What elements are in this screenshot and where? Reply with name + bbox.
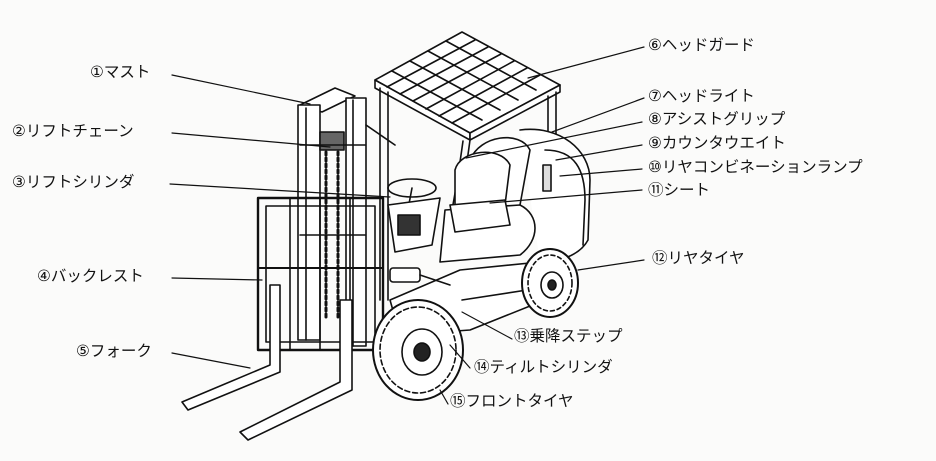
tilt-cylinder: [389, 267, 451, 286]
forks: [181, 284, 353, 441]
label-step: ⑬乗降ステップ: [514, 327, 623, 345]
label-rear-tire: ⑫リヤタイヤ: [652, 249, 745, 267]
label-head-guard: ⑥ヘッドガード: [648, 36, 755, 54]
label-fork: ⑤フォーク: [76, 342, 152, 360]
label-assist-grip: ⑧アシストグリップ: [648, 110, 786, 128]
front-tire: [372, 299, 464, 401]
label-head-light: ⑦ヘッドライト: [648, 87, 755, 105]
label-mast: ①マスト: [90, 63, 151, 81]
label-counterweight: ⑨カウンタウエイト: [648, 134, 786, 152]
seat: [449, 151, 511, 233]
label-rear-combination-lamp: ⑩リヤコンビネーションランプ: [648, 158, 863, 176]
head-guard: [374, 31, 561, 301]
rear-tire: [521, 248, 579, 318]
label-tilt-cylinder: ⑭ティルトシリンダ: [474, 358, 613, 376]
label-backrest: ④バックレスト: [37, 267, 144, 285]
label-seat: ⑪シート: [648, 181, 711, 199]
mast: [297, 87, 396, 347]
label-lift-chain: ②リフトチェーン: [12, 122, 134, 140]
label-lift-cylinder: ③リフトシリンダ: [12, 173, 135, 191]
leader-lines: [169, 46, 645, 405]
label-front-tire: ⑮フロントタイヤ: [450, 392, 574, 410]
steering: [387, 178, 441, 253]
